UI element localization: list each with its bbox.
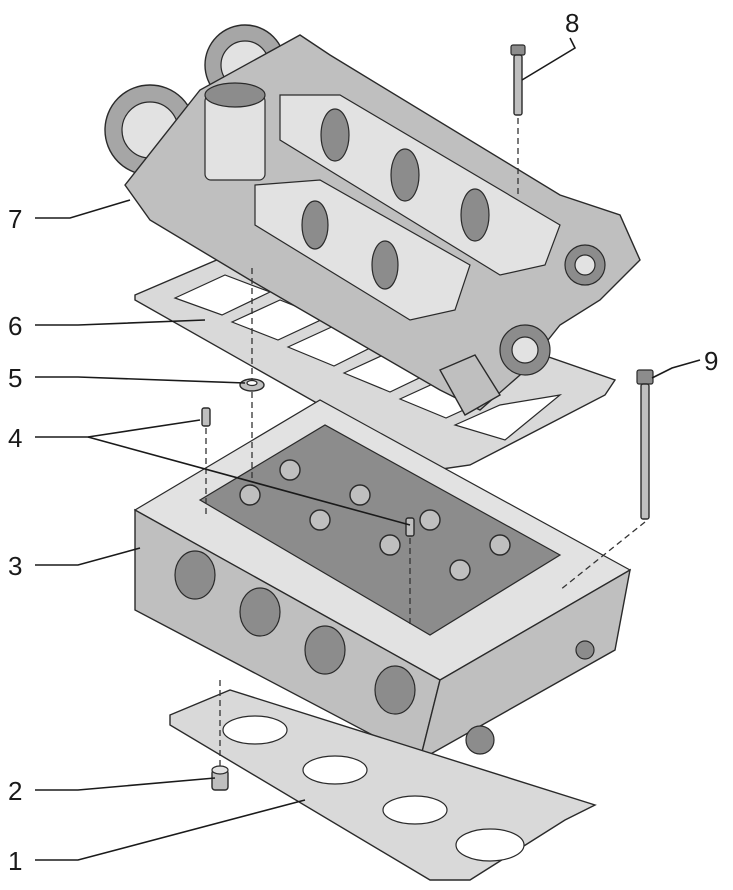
callout-5: 5: [8, 363, 22, 393]
gasket-bores: [222, 715, 525, 862]
leader-9: [651, 359, 701, 379]
leader-5: [35, 376, 246, 384]
sleeve: [239, 378, 265, 392]
cylinder-head: [133, 399, 632, 762]
leader-6: [35, 319, 206, 326]
cylinder-head-gasket: [169, 689, 597, 881]
dowel-pins: [201, 407, 415, 537]
dowel-sleeve: [211, 765, 229, 791]
bolt-long: [636, 369, 654, 520]
ports: [174, 550, 416, 715]
alignment-lines: [205, 118, 646, 768]
leader-2: [35, 777, 216, 791]
callout-2: 2: [8, 776, 22, 806]
leader-3: [35, 547, 141, 566]
leader-1: [35, 799, 306, 861]
leader-4b: [87, 436, 411, 526]
callout-labels: 1 2 3 4 5 6 7 8 9: [8, 8, 718, 876]
callout-8: 8: [565, 8, 579, 38]
leader-8: [521, 37, 577, 81]
leader-lines: [35, 37, 701, 861]
callout-6: 6: [8, 311, 22, 341]
callout-7: 7: [8, 204, 22, 234]
valve-train: [239, 459, 511, 581]
callout-3: 3: [8, 551, 22, 581]
callout-1: 1: [8, 846, 22, 876]
callout-9: 9: [704, 346, 718, 376]
bolt-short: [510, 44, 526, 116]
leader-4a: [35, 419, 201, 438]
camshaft-housing: [104, 24, 641, 416]
callout-4: 4: [8, 423, 22, 453]
leader-7: [35, 199, 131, 219]
